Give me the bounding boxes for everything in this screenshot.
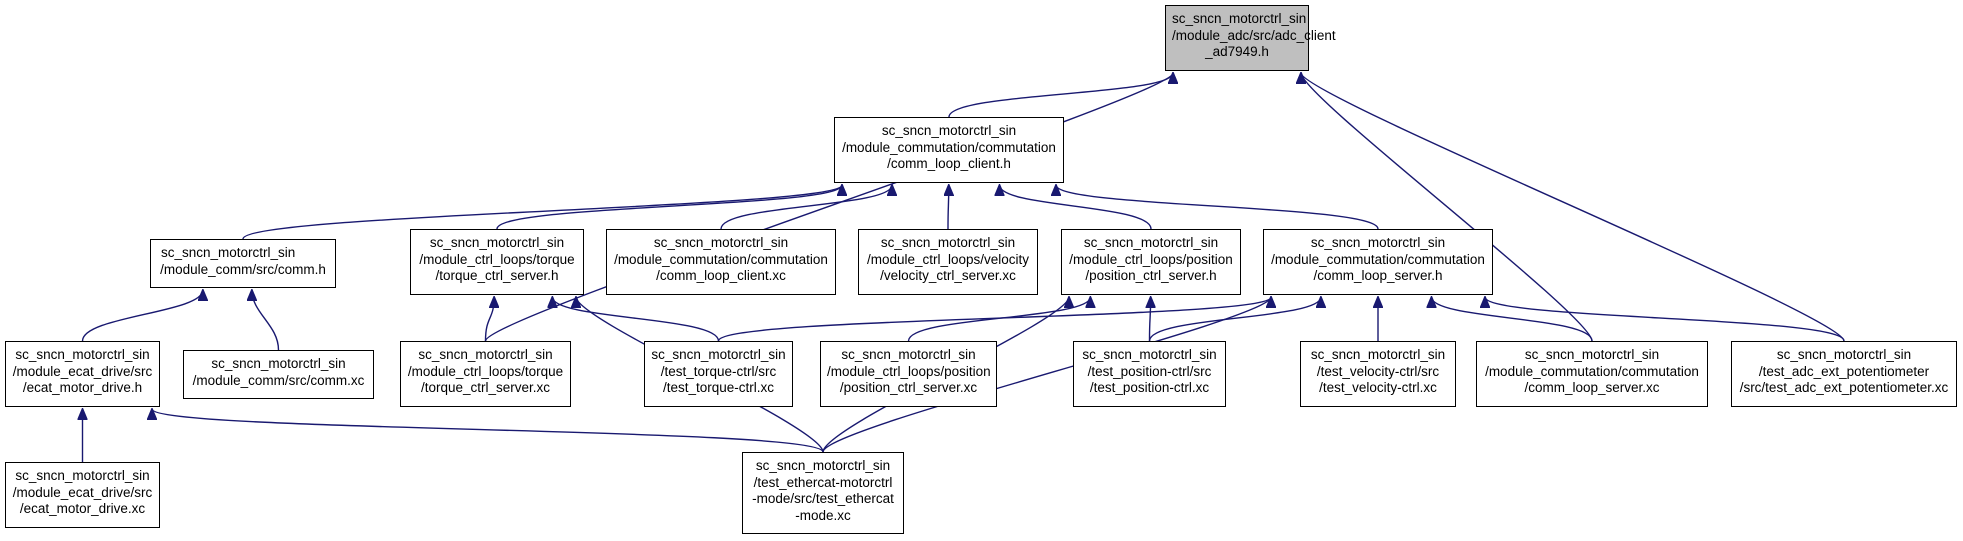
node-label-line: sc_sncn_motorctrl_sin [1776, 347, 1912, 362]
node-label-line: /module_ctrl_loops/torque [419, 251, 575, 267]
edge-comm_loop_server_xc-to-comm_loop_server_h [1432, 297, 1593, 342]
edge-test_adc_ext_potentiometer_xc-to-root [1301, 73, 1845, 342]
edge-test_torque_ctrl_xc-to-comm_loop_server_h [717, 297, 1272, 342]
node-label-line: /torque_ctrl_server.xc [420, 380, 551, 395]
node-comm-loop-server-xc[interactable]: sc_sncn_motorctrl_sin/module_commutation… [1476, 341, 1708, 407]
node-test-ethercat-motorctrl-mode-xc[interactable]: sc_sncn_motorctrl_sin/test_ethercat-moto… [742, 452, 904, 534]
edge-test_position_ctrl_xc-to-comm_loop_server_h [1148, 297, 1321, 342]
node-label-line: /comm_loop_server.h [1313, 268, 1443, 283]
edge-test_torque_ctrl_xc-to-torque_ctrl_server_h [552, 297, 720, 342]
node-label-line: /module_adc/src/adc_client [1172, 27, 1336, 43]
node-label-line: /module_ecat_drive/src [12, 484, 153, 500]
node-label-line: /module_ctrl_loops/velocity [866, 251, 1030, 267]
node-label-line: /module_ctrl_loops/torque [407, 363, 564, 379]
edge-position_ctrl_server_xc-to-position_ctrl_server_h [907, 297, 1091, 342]
node-test-adc-ext-potentiometer-xc[interactable]: sc_sncn_motorctrl_sin/test_adc_ext_poten… [1731, 341, 1957, 407]
node-label-line: /comm_loop_server.xc [1524, 380, 1660, 395]
node-label-line: /module_comm/src/comm.h [160, 261, 326, 277]
node-label-line: sc_sncn_motorctrl_sin [429, 235, 565, 250]
node-label-line: /module_commutation/commutation [1271, 251, 1485, 267]
node-label-line: sc_sncn_motorctrl_sin [15, 468, 150, 483]
node-label-line: sc_sncn_motorctrl_sin [651, 347, 786, 362]
node-label-line: sc_sncn_motorctrl_sin [841, 347, 976, 362]
node-label-line: /module_commutation/commutation [842, 139, 1056, 155]
edge-velocity_ctrl_server_xc-to-comm_loop_client_h [948, 185, 949, 230]
node-velocity-ctrl-server-xc[interactable]: sc_sncn_motorctrl_sin/module_ctrl_loops/… [858, 229, 1038, 295]
edge-comm_loop_server_xc-to-root [1301, 73, 1593, 342]
edge-test_adc_ext_potentiometer_xc-to-comm_loop_server_h [1485, 297, 1845, 342]
node-comm-loop-client-h[interactable]: sc_sncn_motorctrl_sin/module_commutation… [834, 117, 1064, 183]
node-label-line: /src/test_adc_ext_potentiometer.xc [1739, 380, 1949, 395]
node-label-line: /position_ctrl_server.h [1085, 268, 1217, 283]
node-comm-h[interactable]: sc_sncn_motorctrl_sin/module_comm/src/co… [150, 239, 336, 288]
edge-test_ethercat_motorctrl_mode_xc-to-ecat_motor_drive_h [152, 409, 824, 453]
edge-test_position_ctrl_xc-to-position_ctrl_server_h [1150, 297, 1151, 342]
node-label-line: sc_sncn_motorctrl_sin [755, 458, 891, 473]
node-ecat-motor-drive-h[interactable]: sc_sncn_motorctrl_sin/module_ecat_drive/… [5, 341, 160, 407]
node-ecat-motor-drive-xc[interactable]: sc_sncn_motorctrl_sin/module_ecat_drive/… [5, 462, 160, 528]
node-label-line: /test_velocity-ctrl.xc [1319, 380, 1437, 395]
node-label-line: sc_sncn_motorctrl_sin [880, 235, 1016, 250]
node-label-line: /torque_ctrl_server.h [435, 268, 559, 283]
node-comm-xc[interactable]: sc_sncn_motorctrl_sin/module_comm/src/co… [183, 350, 374, 399]
node-label-line: /module_comm/src/comm.xc [192, 372, 365, 388]
edge-comm_loop_server_h-to-comm_loop_client_h [1056, 185, 1379, 230]
node-label-line: /module_ecat_drive/src [12, 363, 153, 379]
node-label-line: sc_sncn_motorctrl_sin [211, 356, 346, 371]
node-label-line: /ecat_motor_drive.h [22, 380, 143, 395]
node-label-line: sc_sncn_motorctrl_sin [1172, 11, 1307, 26]
node-test-position-ctrl-xc[interactable]: sc_sncn_motorctrl_sin/test_position-ctrl… [1073, 341, 1226, 407]
node-label-line: _ad7949.h [1205, 44, 1269, 59]
edge-comm_loop_client_xc-to-comm_loop_client_h [720, 185, 892, 230]
edge-comm_h-to-comm_loop_client_h [242, 185, 842, 240]
node-label-line: -mode.xc [795, 507, 851, 523]
node-label-line: /test_position-ctrl.xc [1089, 380, 1210, 395]
node-label-line: sc_sncn_motorctrl_sin [161, 245, 296, 260]
node-label-line: /ecat_motor_drive.xc [19, 501, 146, 516]
node-label-line: sc_sncn_motorctrl_sin [1082, 347, 1217, 362]
node-label-line: sc_sncn_motorctrl_sin [1083, 235, 1219, 250]
edge-comm_xc-to-comm_h [252, 290, 280, 351]
node-label-line: sc_sncn_motorctrl_sin [881, 123, 1017, 138]
node-position-ctrl-server-h[interactable]: sc_sncn_motorctrl_sin/module_ctrl_loops/… [1061, 229, 1241, 295]
node-label-line: /comm_loop_client.xc [656, 268, 786, 283]
node-test-velocity-ctrl-xc[interactable]: sc_sncn_motorctrl_sin/test_velocity-ctrl… [1300, 341, 1456, 407]
node-label-line: sc_sncn_motorctrl_sin [1310, 235, 1446, 250]
node-label-line: /velocity_ctrl_server.xc [880, 268, 1016, 283]
node-torque-ctrl-server-xc[interactable]: sc_sncn_motorctrl_sin/module_ctrl_loops/… [400, 341, 571, 407]
node-torque-ctrl-server-h[interactable]: sc_sncn_motorctrl_sin/module_ctrl_loops/… [410, 229, 584, 295]
node-adc-client-ad7949-h: sc_sncn_motorctrl_sin/module_adc/src/adc… [1165, 5, 1336, 71]
node-label-line: /test_position-ctrl/src [1087, 363, 1212, 379]
node-label-line: /module_commutation/commutation [1485, 363, 1699, 379]
node-label-line: /position_ctrl_server.xc [839, 380, 978, 395]
edge-position_ctrl_server_h-to-comm_loop_client_h [1000, 185, 1152, 230]
node-comm-loop-server-h[interactable]: sc_sncn_motorctrl_sin/module_commutation… [1263, 229, 1493, 295]
node-label-line: sc_sncn_motorctrl_sin [418, 347, 553, 362]
node-label-line: -mode/src/test_ethercat [752, 491, 894, 506]
node-label-line: /test_torque-ctrl.xc [662, 380, 775, 395]
edge-test_ethercat_motorctrl_mode_xc-to-comm_loop_server_h [822, 297, 1271, 453]
node-label-line: sc_sncn_motorctrl_sin [653, 235, 789, 250]
node-label-line: /module_commutation/commutation [614, 251, 828, 267]
edge-ecat_motor_drive_h-to-comm_h [81, 290, 203, 342]
node-comm-loop-client-xc[interactable]: sc_sncn_motorctrl_sin/module_commutation… [606, 229, 836, 295]
node-label-line: /test_ethercat-motorctrl [753, 474, 893, 490]
node-test-torque-ctrl-xc[interactable]: sc_sncn_motorctrl_sin/test_torque-ctrl/s… [644, 341, 793, 407]
node-label-line: /module_ctrl_loops/position [1069, 251, 1233, 267]
edge-torque_ctrl_server_h-to-comm_loop_client_h [496, 185, 842, 230]
node-position-ctrl-server-xc[interactable]: sc_sncn_motorctrl_sin/module_ctrl_loops/… [820, 341, 997, 407]
node-label-line: sc_sncn_motorctrl_sin [1524, 347, 1660, 362]
node-label-line: /test_velocity-ctrl/src [1316, 363, 1440, 379]
edge-comm_loop_client_h-to-root [948, 73, 1173, 118]
node-label-line: /comm_loop_client.h [887, 156, 1011, 171]
edge-torque_ctrl_server_xc-to-torque_ctrl_server_h [484, 297, 495, 342]
edge-torque_ctrl_server_xc-to-root [484, 73, 1174, 342]
node-label-line: /test_torque-ctrl/src [660, 363, 777, 379]
node-label-line: /module_ctrl_loops/position [827, 363, 991, 379]
node-label-line: /test_adc_ext_potentiometer [1758, 363, 1930, 379]
node-label-line: sc_sncn_motorctrl_sin [15, 347, 150, 362]
node-label-line: sc_sncn_motorctrl_sin [1310, 347, 1446, 362]
